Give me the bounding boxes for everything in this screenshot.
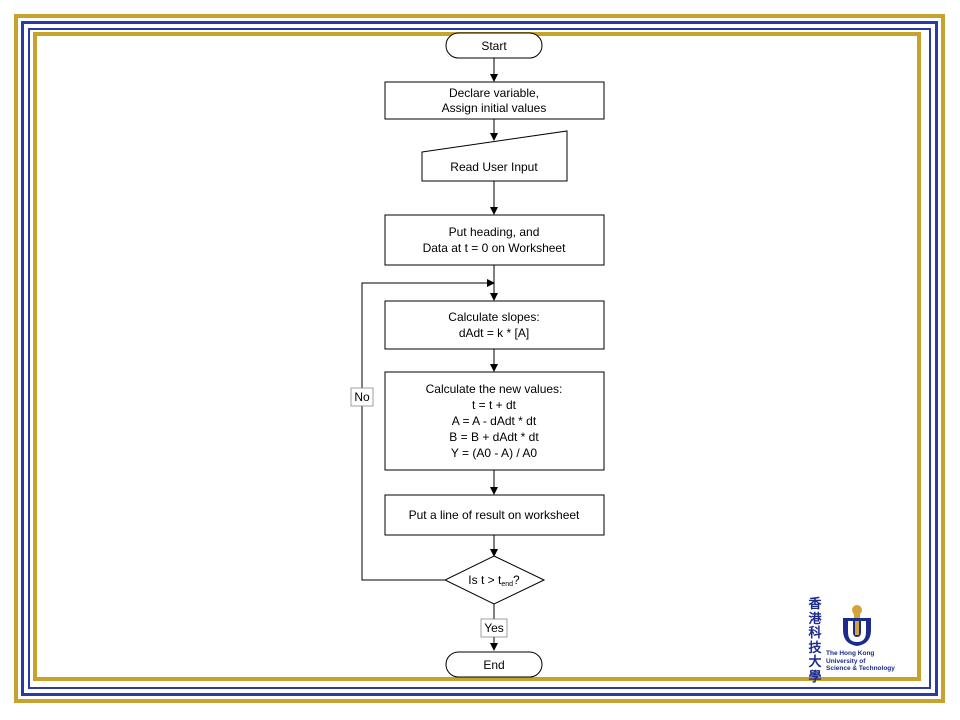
start-label: Start — [481, 39, 507, 53]
outer-gold-border — [14, 14, 945, 703]
declare-box — [384, 81, 605, 120]
decision-diamond — [443, 555, 546, 605]
yes-label: Yes — [484, 621, 504, 635]
input-parallelogram — [421, 130, 568, 182]
logo-char: 香 — [808, 597, 822, 612]
input-label: Read User Input — [450, 160, 538, 174]
decision-sub: end — [501, 581, 513, 588]
result-label: Put a line of result on worksheet — [409, 508, 580, 522]
no-label: No — [354, 390, 370, 404]
decision-tail: ? — [513, 573, 520, 587]
start-terminal — [445, 32, 543, 59]
heading-line-2: Data at t = 0 on Worksheet — [423, 241, 567, 255]
heading-line-1: Put heading, and — [449, 225, 540, 239]
hkust-emblem-icon — [843, 605, 871, 646]
logo-line: Science & Technology — [826, 665, 895, 672]
newvalues-line-4: B = B + dAdt * dt — [449, 430, 539, 444]
logo-line: The Hong Kong — [826, 650, 875, 657]
newvalues-line-3: A = A - dAdt * dt — [452, 414, 537, 428]
logo-english-name: The Hong Kong University of Science & Te… — [826, 650, 911, 673]
newvalues-line-5: Y = (A0 - A) / A0 — [451, 446, 537, 460]
decision-main: Is t > t — [468, 573, 502, 587]
result-box — [384, 494, 605, 536]
logo-char: 科 — [808, 626, 822, 641]
logo-char: 港 — [808, 611, 822, 627]
outer-blue-border — [21, 21, 938, 696]
newvalues-box — [384, 371, 605, 471]
end-terminal — [445, 651, 543, 678]
end-label: End — [483, 658, 504, 672]
logo-line: University of — [826, 657, 866, 665]
logo-char: 技 — [808, 640, 822, 656]
heading-box — [384, 214, 605, 266]
logo-char: 大 — [808, 655, 822, 670]
loop-back-line — [361, 279, 495, 581]
no-tag-box — [350, 387, 374, 407]
logo-chinese-name: 香 港 科 技 大 學 — [806, 597, 824, 685]
newvalues-line-2: t = t + dt — [472, 398, 517, 412]
newvalues-line-1: Calculate the new values: — [426, 382, 563, 396]
inner-blue-border — [28, 28, 931, 689]
declare-line-2: Assign initial values — [442, 101, 547, 115]
slopes-box — [384, 300, 605, 350]
yes-tag-box — [480, 618, 508, 638]
hkust-logo: 香 港 科 技 大 學 The Hong Kong University of … — [806, 597, 906, 684]
slopes-line-2: dAdt = k * [A] — [459, 326, 529, 340]
logo-char: 學 — [808, 669, 822, 685]
decision-label: Is t > tend? — [468, 573, 520, 588]
declare-line-1: Declare variable, — [449, 86, 539, 100]
slopes-line-1: Calculate slopes: — [448, 310, 539, 324]
